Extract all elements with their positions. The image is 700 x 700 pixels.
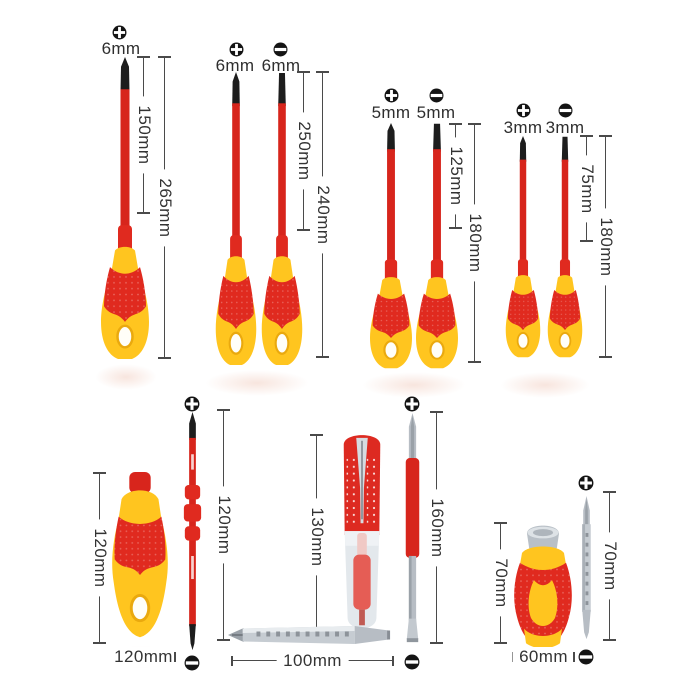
dimension-label: 125mm [446,137,466,215]
slotted-tip-icon [184,655,200,671]
dimension-label: 120mm [214,486,234,564]
dimension-line-shaft: 250mm [294,71,314,231]
reflection [95,364,157,390]
dimension-line-shaft: 75mm [577,135,597,242]
voltage-tester-pen [337,429,387,640]
dimension-line-length: 120mm [214,409,234,641]
dimension-label: 160mm [427,488,447,567]
dimension-line-length: 130mm [307,434,327,639]
dimension-label: 265mm [155,168,175,247]
dimension-label: 130mm [307,497,327,576]
double-bit-horizontal [227,622,394,648]
dimension-label: 180mm [596,207,616,286]
mini-stubby-screwdriver [512,520,574,651]
dimension-line-height: 70mm [491,522,511,644]
dimension-line-total: 265mm [155,56,175,359]
slotted-tip-icon [404,654,420,670]
phillips-tip-icon [404,396,420,412]
double-bit-small [578,496,595,642]
dimension-line-shaft: 150mm [134,56,154,214]
dimension-label: 100mm [276,651,349,671]
slotted-tip-icon [558,103,573,118]
phillips-tip-icon [384,88,399,103]
phillips-tip-icon [516,103,531,118]
dimension-line-length: 160mm [427,411,447,644]
dimension-label: 70mm [491,549,511,617]
dimension-line-shaft: 125mm [446,123,466,229]
dimension-label: 60mm [512,647,575,667]
dimension-line-height: 120mm [90,472,110,644]
dimension-label: 150mm [134,96,154,174]
reflection [500,372,590,398]
phillips-tip-icon [578,475,594,491]
tip-size-label: 3mm [545,118,585,137]
insulated-double-bit [181,412,204,652]
dimension-line-total: 240mm [313,71,333,358]
tip-size-label: 3mm [503,118,543,137]
dimension-line-length: 70mm [600,491,620,641]
reflection [362,372,466,398]
reflection [205,370,309,396]
dimension-label: 250mm [294,112,314,190]
dimension-line-total: 180mm [465,123,485,363]
phillips-tip-icon [184,396,200,412]
dimension-line-width: 60mm [512,647,575,667]
screwdriver-phillips-180mm-slim [500,136,546,358]
dimension-line-length: 100mm [231,651,394,671]
dimension-line-total: 180mm [596,135,616,358]
phillips-tip-icon [112,25,127,40]
tip-size-label: 5mm [416,103,456,122]
slotted-tip-icon [429,88,444,103]
dimension-line-width: 120mm [107,647,180,667]
tip-size-label: 6mm [101,39,141,58]
dimension-label: 70mm [600,532,620,600]
stubby-handle [106,470,174,645]
dimension-label: 240mm [313,175,333,254]
slotted-tip-icon [578,649,594,665]
tip-size-label: 6mm [215,56,255,75]
tip-size-label: 6mm [261,56,301,75]
double-bit-long [399,413,426,648]
dimension-label: 120mm [107,647,180,667]
phillips-tip-icon [229,42,244,57]
dimension-label: 180mm [465,204,485,282]
slotted-tip-icon [273,42,288,57]
dimension-label: 75mm [577,154,597,223]
tip-size-label: 5mm [371,103,411,122]
dimension-label: 120mm [90,519,110,597]
